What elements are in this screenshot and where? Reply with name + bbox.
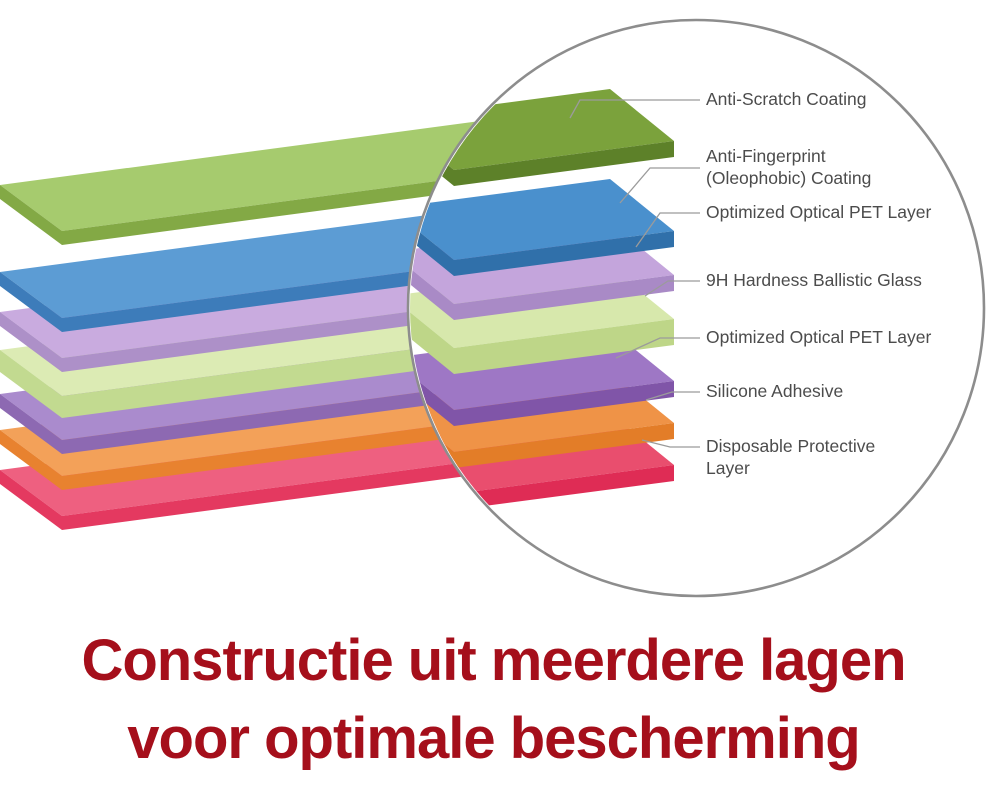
layer-label: (Oleophobic) Coating (706, 168, 871, 188)
layer-front-face (454, 423, 674, 468)
layer-labels: Anti-Scratch Coating Anti-Fingerprint (O… (706, 89, 931, 478)
layer-left-face (410, 208, 454, 276)
layer-front-face (62, 452, 542, 530)
headline: Constructie uit meerdere lagen voor opti… (0, 622, 987, 778)
layer-front-face (62, 167, 542, 245)
layer-front-face (454, 231, 674, 276)
layer-top-face (0, 121, 542, 231)
layer-left-face (0, 272, 62, 332)
leader-line (635, 212, 700, 248)
layer-left-face (0, 394, 62, 454)
stack-layer-anti-scratch (0, 121, 542, 245)
headline-line1: Constructie uit meerdere lagen (81, 628, 906, 693)
layer-label: Anti-Scratch Coating (706, 89, 867, 109)
leader-line (619, 167, 700, 204)
layer-left-face (0, 430, 62, 490)
leader-line (615, 337, 700, 359)
layer-label: Optimized Optical PET Layer (706, 202, 931, 222)
layer-label: Disposable Protective (706, 436, 875, 456)
layer-left-face (0, 312, 62, 372)
layer-left-face (410, 252, 454, 320)
layer-front-face (454, 141, 674, 186)
leader-line (641, 439, 700, 448)
leader-line (569, 99, 700, 119)
layer-front-face (62, 412, 542, 490)
layer-front-face (454, 381, 674, 426)
layer-left-face (410, 296, 454, 374)
layer-left-face (0, 350, 62, 418)
layer-label: Optimized Optical PET Layer (706, 327, 931, 347)
layer-label: Silicone Adhesive (706, 381, 843, 401)
layer-front-face (454, 319, 674, 374)
layer-label: 9H Hardness Ballistic Glass (706, 270, 922, 290)
leader-line (644, 280, 700, 297)
headline-line2: voor optimale bescherming (127, 706, 860, 771)
layer-front-face (454, 465, 674, 510)
layer-left-face (0, 470, 62, 530)
layer-top-face (0, 208, 542, 318)
zoom-layer-anti-fingerprint (410, 179, 674, 276)
leader-lines (569, 99, 700, 448)
leader-line (645, 391, 700, 401)
layer-front-face (454, 275, 674, 320)
layer-left-face (0, 185, 62, 245)
layer-label: Layer (706, 458, 750, 478)
layer-label: Anti-Fingerprint (706, 146, 826, 166)
layer-top-face (410, 179, 674, 260)
